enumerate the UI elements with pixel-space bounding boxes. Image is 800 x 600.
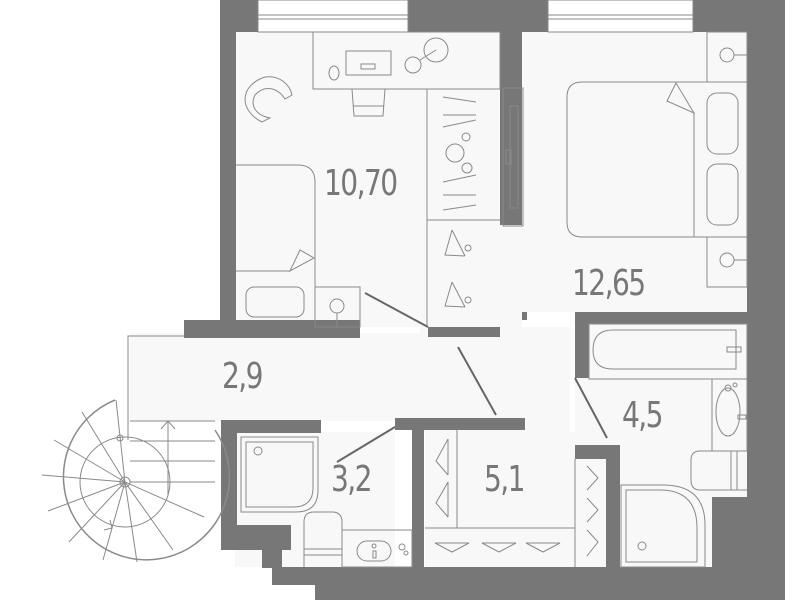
windows (257, 0, 694, 33)
sink-small (341, 529, 413, 568)
hallway-edge (127, 335, 184, 440)
shower-small (240, 436, 319, 513)
room-area-shower-room: 3,2 (331, 459, 373, 500)
room-area-hallway: 2,9 (222, 356, 264, 397)
desk-chair (351, 88, 386, 117)
tv-unit (502, 87, 524, 227)
room-area-bedroom-1: 10,70 (324, 163, 398, 204)
nightstand (314, 286, 361, 328)
wardrobe-bedroom-1 (426, 89, 500, 327)
room-area-bedroom-2: 12,65 (572, 263, 646, 304)
door-bathroom-main[interactable] (574, 377, 608, 439)
double-bed (566, 81, 748, 238)
nightstand-bottom (706, 236, 748, 288)
armchair-icon (244, 76, 293, 123)
room-area-closet: 5,1 (484, 459, 526, 500)
room-area-bathroom: 4,5 (622, 395, 664, 436)
desk (312, 31, 501, 90)
walls (184, 0, 785, 600)
spiral-staircase[interactable] (41, 399, 231, 563)
door-closet[interactable] (457, 346, 497, 416)
nightstand-top (706, 31, 748, 83)
toilet-small (303, 511, 343, 567)
door-bedroom-1[interactable] (364, 292, 429, 328)
floors (130, 32, 747, 567)
single-bed (236, 164, 316, 327)
shower-main (620, 484, 706, 568)
toilet-main (690, 450, 747, 491)
closet-hangers (425, 430, 599, 567)
door-shower-room[interactable] (336, 426, 396, 463)
bathtub (588, 323, 748, 380)
